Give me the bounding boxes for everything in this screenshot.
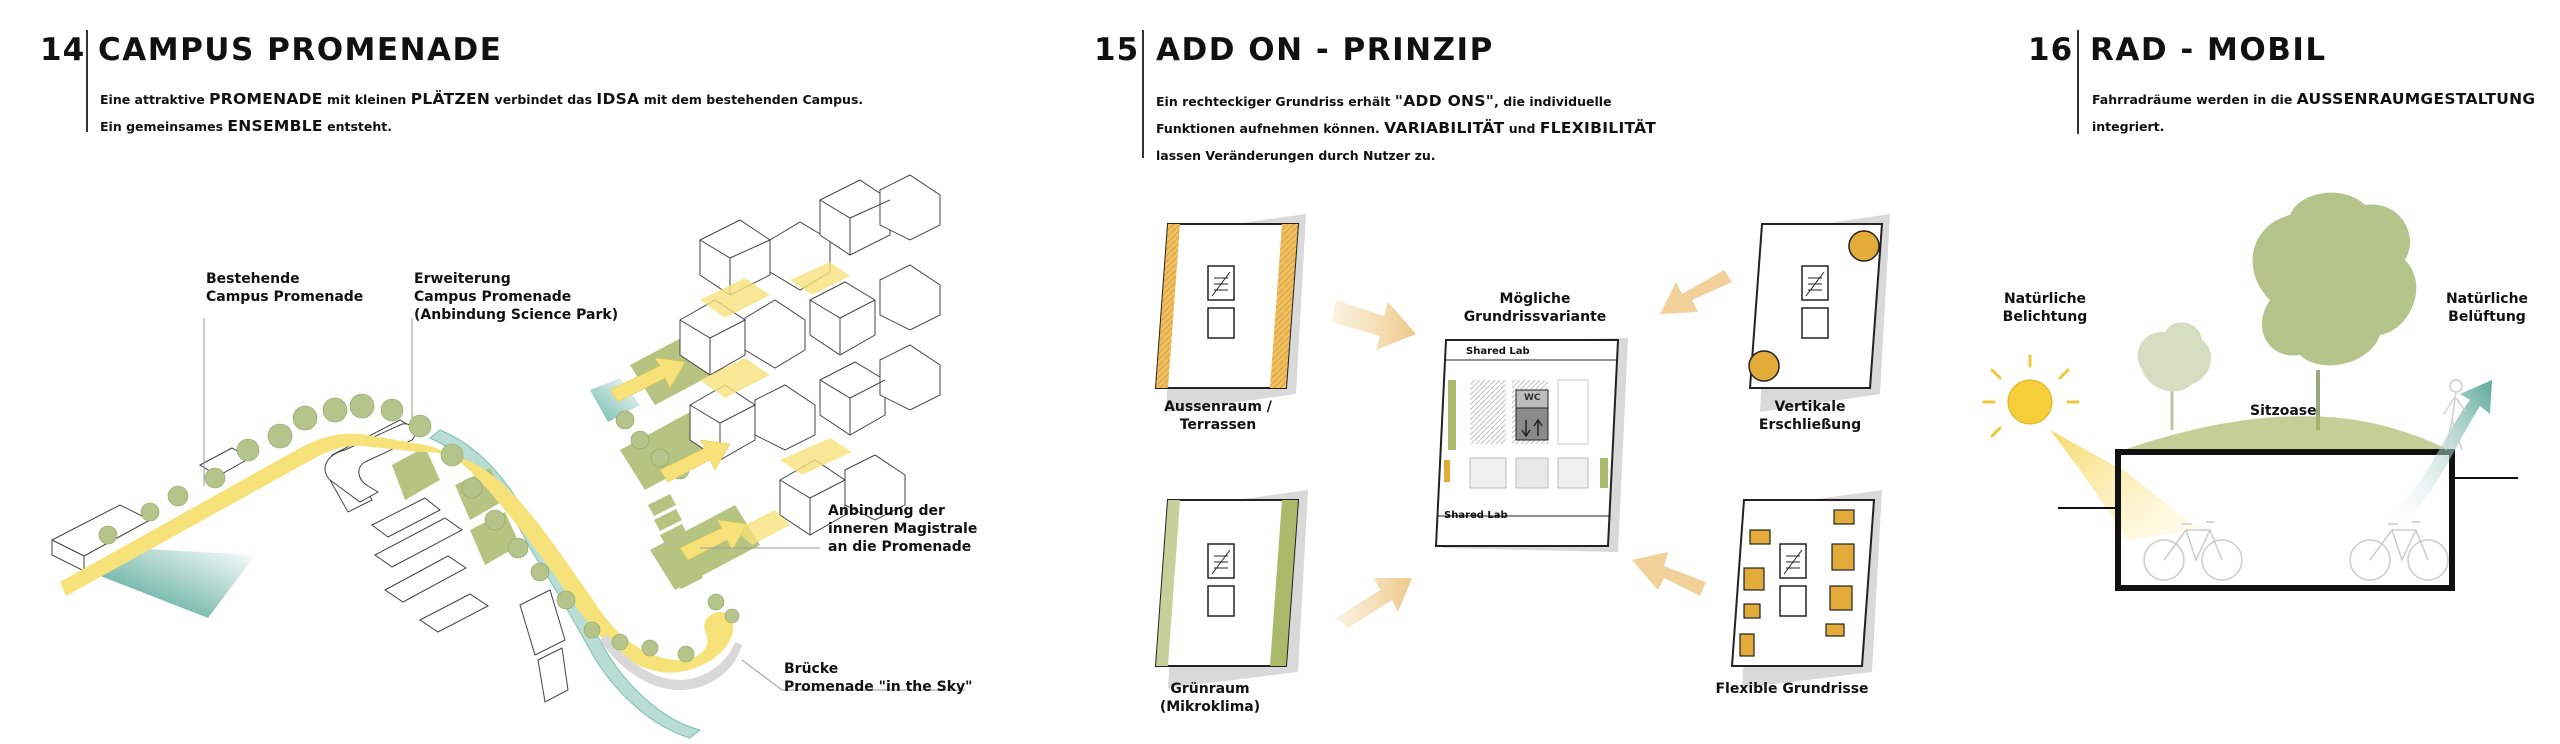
sun-icon: [1982, 354, 2080, 438]
green-mound: [2118, 416, 2452, 452]
campus-site-plan: [50, 174, 965, 739]
section-15-divider: [1142, 30, 1144, 158]
label-flexible: Flexible Grundrisse: [1715, 681, 1869, 697]
leader-lines: [203, 318, 965, 691]
label-natural-air: Natürliche Belüftung: [2445, 291, 2529, 325]
small-tree: [2137, 322, 2212, 430]
section-16-title: RAD - MOBIL: [2090, 32, 2327, 68]
new-buildings: [679, 174, 941, 536]
section-14-intro: Eine attraktive PROMENADE mit kleinen PL…: [100, 90, 864, 135]
label-shared-lab-bottom: Shared Lab: [1444, 510, 1508, 521]
direction-arrows-right: [1632, 270, 1732, 596]
central-plan: [1434, 338, 1628, 552]
promenade-trees: [98, 393, 740, 663]
section-15-number: 15: [1094, 32, 1140, 68]
court-arrows: [609, 357, 748, 561]
label-vertical: Vertikale Erschließung: [1758, 399, 1862, 433]
label-shared-lab-top: Shared Lab: [1466, 346, 1530, 357]
light-ray: [2050, 430, 2200, 540]
label-magistrale: Anbindung der inneren Magistrale an die …: [828, 503, 978, 555]
person-figure: [2443, 379, 2467, 451]
label-natural-light: Natürliche Belichtung: [2002, 291, 2088, 325]
section-16-divider: [2077, 30, 2079, 134]
label-existing-promenade: Bestehende Campus Promenade: [206, 271, 364, 305]
section-16-intro: Fahrradräume werden in die AUSSENRAUMGES…: [2092, 90, 2536, 134]
label-extension-promenade: Erweiterung Campus Promenade (Anbindung …: [414, 271, 619, 323]
label-variant: Mögliche Grundrissvariante: [1463, 291, 1607, 325]
section-14-title: CAMPUS PROMENADE: [98, 32, 503, 68]
stairs-icons: [1211, 271, 1825, 575]
label-wc: WC: [1524, 393, 1541, 403]
promenade-path: [60, 433, 734, 673]
card-outdoor: [1154, 214, 1306, 412]
label-seat-oasis: Sitzoase: [2250, 403, 2317, 419]
card-flexible: [1730, 490, 1882, 688]
section-15-intro: Ein rechteckiger Grundriss erhält "ADD O…: [1156, 92, 1657, 163]
card-vertical: [1748, 214, 1890, 412]
direction-arrows: [1332, 300, 1416, 628]
new-building-roofs: [679, 199, 891, 535]
label-outdoor: Aussenraum / Terrassen: [1164, 399, 1272, 433]
label-green: Grünraum (Mikroklima): [1159, 681, 1261, 715]
add-on-diagram: [1154, 214, 1890, 688]
label-bridge: Brücke Promenade "in the Sky": [784, 661, 973, 695]
air-flow: [2380, 380, 2492, 530]
section-15-title: ADD ON - PRINZIP: [1156, 32, 1494, 68]
bike-diagram: [1982, 192, 2518, 591]
campus-pond: [98, 549, 255, 618]
bridge-shadow: [600, 634, 742, 690]
section-14-number: 14: [40, 32, 86, 68]
bike-room: [2115, 449, 2455, 591]
bicycles: [2143, 521, 2449, 581]
section-16-number: 16: [2028, 32, 2074, 68]
section-14-divider: [86, 30, 88, 132]
new-courts: [700, 262, 852, 545]
card-green: [1154, 490, 1308, 688]
large-tree: [2252, 192, 2417, 430]
